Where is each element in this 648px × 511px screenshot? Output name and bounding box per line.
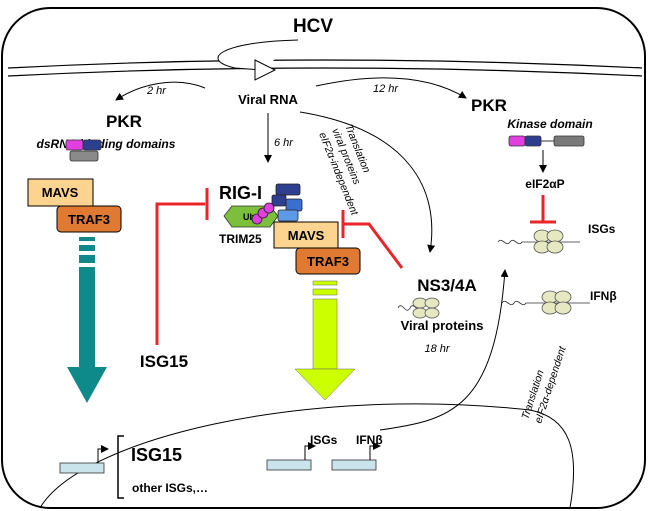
time-18hr: 18 hr xyxy=(424,343,450,355)
time-6hr: 6 hr xyxy=(274,137,294,149)
viral-proteins-label: Viral proteins xyxy=(401,318,484,333)
ifnb-polysome xyxy=(501,290,590,315)
arrow-to-pkr-right xyxy=(315,77,467,99)
ubiquitin-3 xyxy=(263,202,275,214)
membrane-inner xyxy=(7,67,643,77)
rig-i-helicase-1 xyxy=(271,194,287,207)
pkr-left-protein xyxy=(65,139,102,162)
eif2ap-label: eIF2αP xyxy=(525,177,564,191)
rig-i-ctd xyxy=(277,209,299,222)
other-isgs-label: other ISGs,… xyxy=(132,481,208,495)
hcv-entry-arrow xyxy=(217,39,299,71)
trim25-label: TRIM25 xyxy=(219,232,262,246)
time-2hr: 2 hr xyxy=(146,85,167,97)
mavs-traf3-left: MAVS TRAF3 xyxy=(27,178,122,233)
time-12hr: 12 hr xyxy=(373,83,399,95)
ub-label: Ub xyxy=(243,212,255,222)
pkr-left-label: PKR xyxy=(106,112,142,131)
ns34a-inhibition-line xyxy=(343,222,404,269)
traf3-left-box xyxy=(56,205,122,233)
isg-bracket xyxy=(117,435,124,499)
traf3-left-label: TRAF3 xyxy=(68,212,110,227)
mavs-center-label: MAVS xyxy=(288,228,325,243)
isg15-gene xyxy=(59,445,109,474)
pkr-right-domain-label: Kinase domain xyxy=(507,117,592,131)
ifnb-bottom-label: IFNβ xyxy=(356,433,383,447)
isg15-mid-label: ISG15 xyxy=(140,352,188,371)
pkr-left-domain-gray xyxy=(69,150,99,162)
isg15-bottom-label: ISG15 xyxy=(131,445,182,465)
viral-rna-label: Viral RNA xyxy=(238,92,298,107)
pkr-right-protein xyxy=(508,135,585,147)
teal-signal-arrow xyxy=(67,237,107,403)
traf3-center-label: TRAF3 xyxy=(307,254,349,269)
hcv-entry-arrowhead xyxy=(254,59,277,81)
membrane-outer xyxy=(7,59,643,69)
arrow-translation-dependent xyxy=(379,269,509,431)
viral-polysome xyxy=(397,297,440,319)
pkr-left-domain-pink xyxy=(65,139,84,151)
arrow-to-pkr-left xyxy=(115,81,206,101)
pkr-right-label: PKR xyxy=(471,96,507,115)
ifnb-right-label: IFNβ xyxy=(590,289,617,303)
pkr-left-domain-blue xyxy=(82,139,102,151)
mavs-traf3-center: MAVS TRAF3 xyxy=(273,221,361,275)
traf3-center-box xyxy=(295,247,361,275)
isgs-gene xyxy=(266,442,316,471)
rig-i-label: RIG-I xyxy=(219,183,262,203)
isgs-right-label: ISGs xyxy=(588,222,616,236)
rig-i-helicase-2 xyxy=(285,198,303,212)
rig-i-card-domain xyxy=(275,183,301,196)
mavs-center-box xyxy=(273,221,339,249)
yellow-signal-arrow xyxy=(294,280,356,401)
mavs-left-label: MAVS xyxy=(42,185,79,200)
ifnb-gene xyxy=(331,442,381,471)
pkr-left-domain-label: dsRNA binding domains xyxy=(37,137,176,151)
hcv-label: HCV xyxy=(293,16,333,37)
isgs-bottom-label: ISGs xyxy=(310,433,338,447)
isg15-inhibition-line xyxy=(155,202,205,345)
arrow-to-ns34a xyxy=(299,111,436,253)
isgs-polysome xyxy=(497,229,580,254)
ns34a-label: NS3/4A xyxy=(417,276,477,295)
rig-i-complex: RIG-I Ub TRIM25 xyxy=(219,183,303,246)
